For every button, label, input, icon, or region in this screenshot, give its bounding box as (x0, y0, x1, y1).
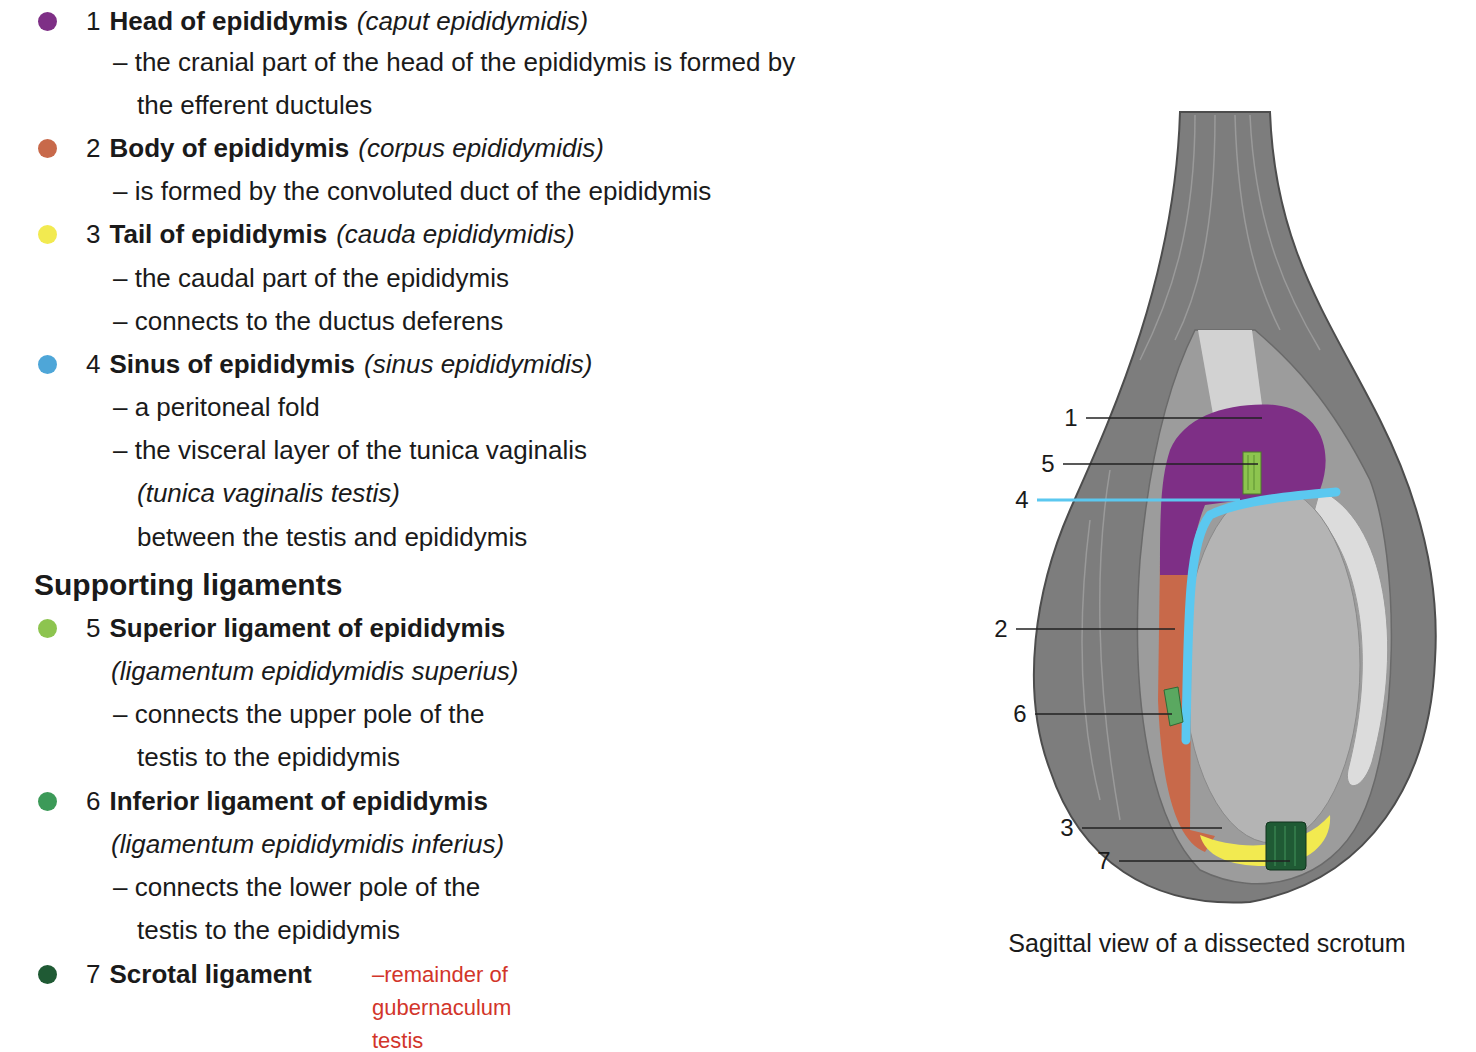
legend-text: Body of epididymis (109, 127, 349, 170)
callout-number: 3 (1056, 814, 1078, 842)
legend-bullet (38, 792, 57, 811)
latin-name: (cauda epididymidis) (336, 213, 574, 256)
scrotum-outline (1034, 112, 1436, 903)
description: – connects the upper pole of the testis … (113, 693, 538, 779)
callout-number: 6 (1009, 700, 1031, 728)
callout-number: 2 (990, 615, 1012, 643)
legend-row: 6Inferior ligament of epididymis (38, 780, 497, 823)
item-number: 6 (86, 780, 100, 823)
testis (1184, 487, 1360, 843)
description: – a peritoneal fold (113, 386, 813, 429)
legend-text: Tail of epididymis (109, 213, 327, 256)
legend-text: Head of epididymis (109, 0, 347, 43)
legend-bullet (38, 619, 57, 638)
legend-row: 7Scrotal ligament (38, 953, 321, 996)
callout-number: 7 (1093, 847, 1115, 875)
item-number: 3 (86, 213, 100, 256)
legend-row: 3Tail of epididymis(cauda epididymidis) (38, 213, 575, 256)
legend-row: 1Head of epididymis(caput epididymidis) (38, 0, 588, 43)
legend-text: Inferior ligament of epididymis (109, 780, 488, 823)
leader-lines (1016, 418, 1290, 861)
item-number: 5 (86, 607, 100, 650)
legend-bullet (38, 965, 57, 984)
note: –remainder of gubernaculum testis (372, 958, 562, 1052)
legend-row: 2Body of epididymis(corpus epididymidis) (38, 127, 604, 170)
inferior-ligament (1164, 687, 1183, 726)
callout-number: 1 (1060, 404, 1082, 432)
latin-name: (ligamentum epididymidis inferius) (111, 823, 504, 866)
description: – the visceral layer of the tunica vagin… (113, 429, 873, 472)
item-number: 7 (86, 953, 100, 996)
sinus-leader-line (1037, 499, 1240, 502)
description: – is formed by the convoluted duct of th… (113, 170, 993, 213)
latin-name: (caput epididymidis) (357, 0, 588, 43)
sinus-of-epididymis (1186, 492, 1336, 740)
latin-name: (sinus epididymidis) (364, 343, 592, 386)
description: – connects to the ductus deferens (113, 300, 813, 343)
description: – connects the lower pole of the testis … (113, 866, 538, 952)
legend-bullet (38, 139, 57, 158)
legend-row: 4Sinus of epididymis(sinus epididymidis) (38, 343, 592, 386)
callout-number: 4 (1011, 486, 1033, 514)
item-number: 2 (86, 127, 100, 170)
legend-text: Superior ligament of epididymis (109, 607, 505, 650)
item-number: 4 (86, 343, 100, 386)
description: – the cranial part of the head of the ep… (113, 41, 803, 127)
description: between the testis and epididymis (137, 516, 527, 559)
callout-number: 5 (1037, 450, 1059, 478)
section-heading: Supporting ligaments (34, 563, 342, 606)
legend-bullet (38, 225, 57, 244)
latin-name: (tunica vaginalis testis) (137, 472, 400, 515)
latin-name: (ligamentum epididymidis superius) (111, 650, 519, 693)
item-number: 1 (86, 0, 100, 43)
legend-bullet (38, 12, 57, 31)
figure-caption: Sagittal view of a dissected scrotum (957, 927, 1457, 959)
legend-text: Scrotal ligament (109, 953, 311, 996)
superior-ligament (1243, 452, 1261, 494)
epididymis-head (1160, 405, 1326, 575)
epididymis-tail (1200, 815, 1330, 866)
scrotal-ligament (1266, 822, 1306, 870)
legend-bullet (38, 355, 57, 374)
description: – the caudal part of the epididymis (113, 257, 813, 300)
legend-text: Sinus of epididymis (109, 343, 355, 386)
latin-name: (corpus epididymidis) (358, 127, 604, 170)
scrotal-cavity (1138, 330, 1392, 884)
legend-row: 5Superior ligament of epididymis (38, 607, 514, 650)
